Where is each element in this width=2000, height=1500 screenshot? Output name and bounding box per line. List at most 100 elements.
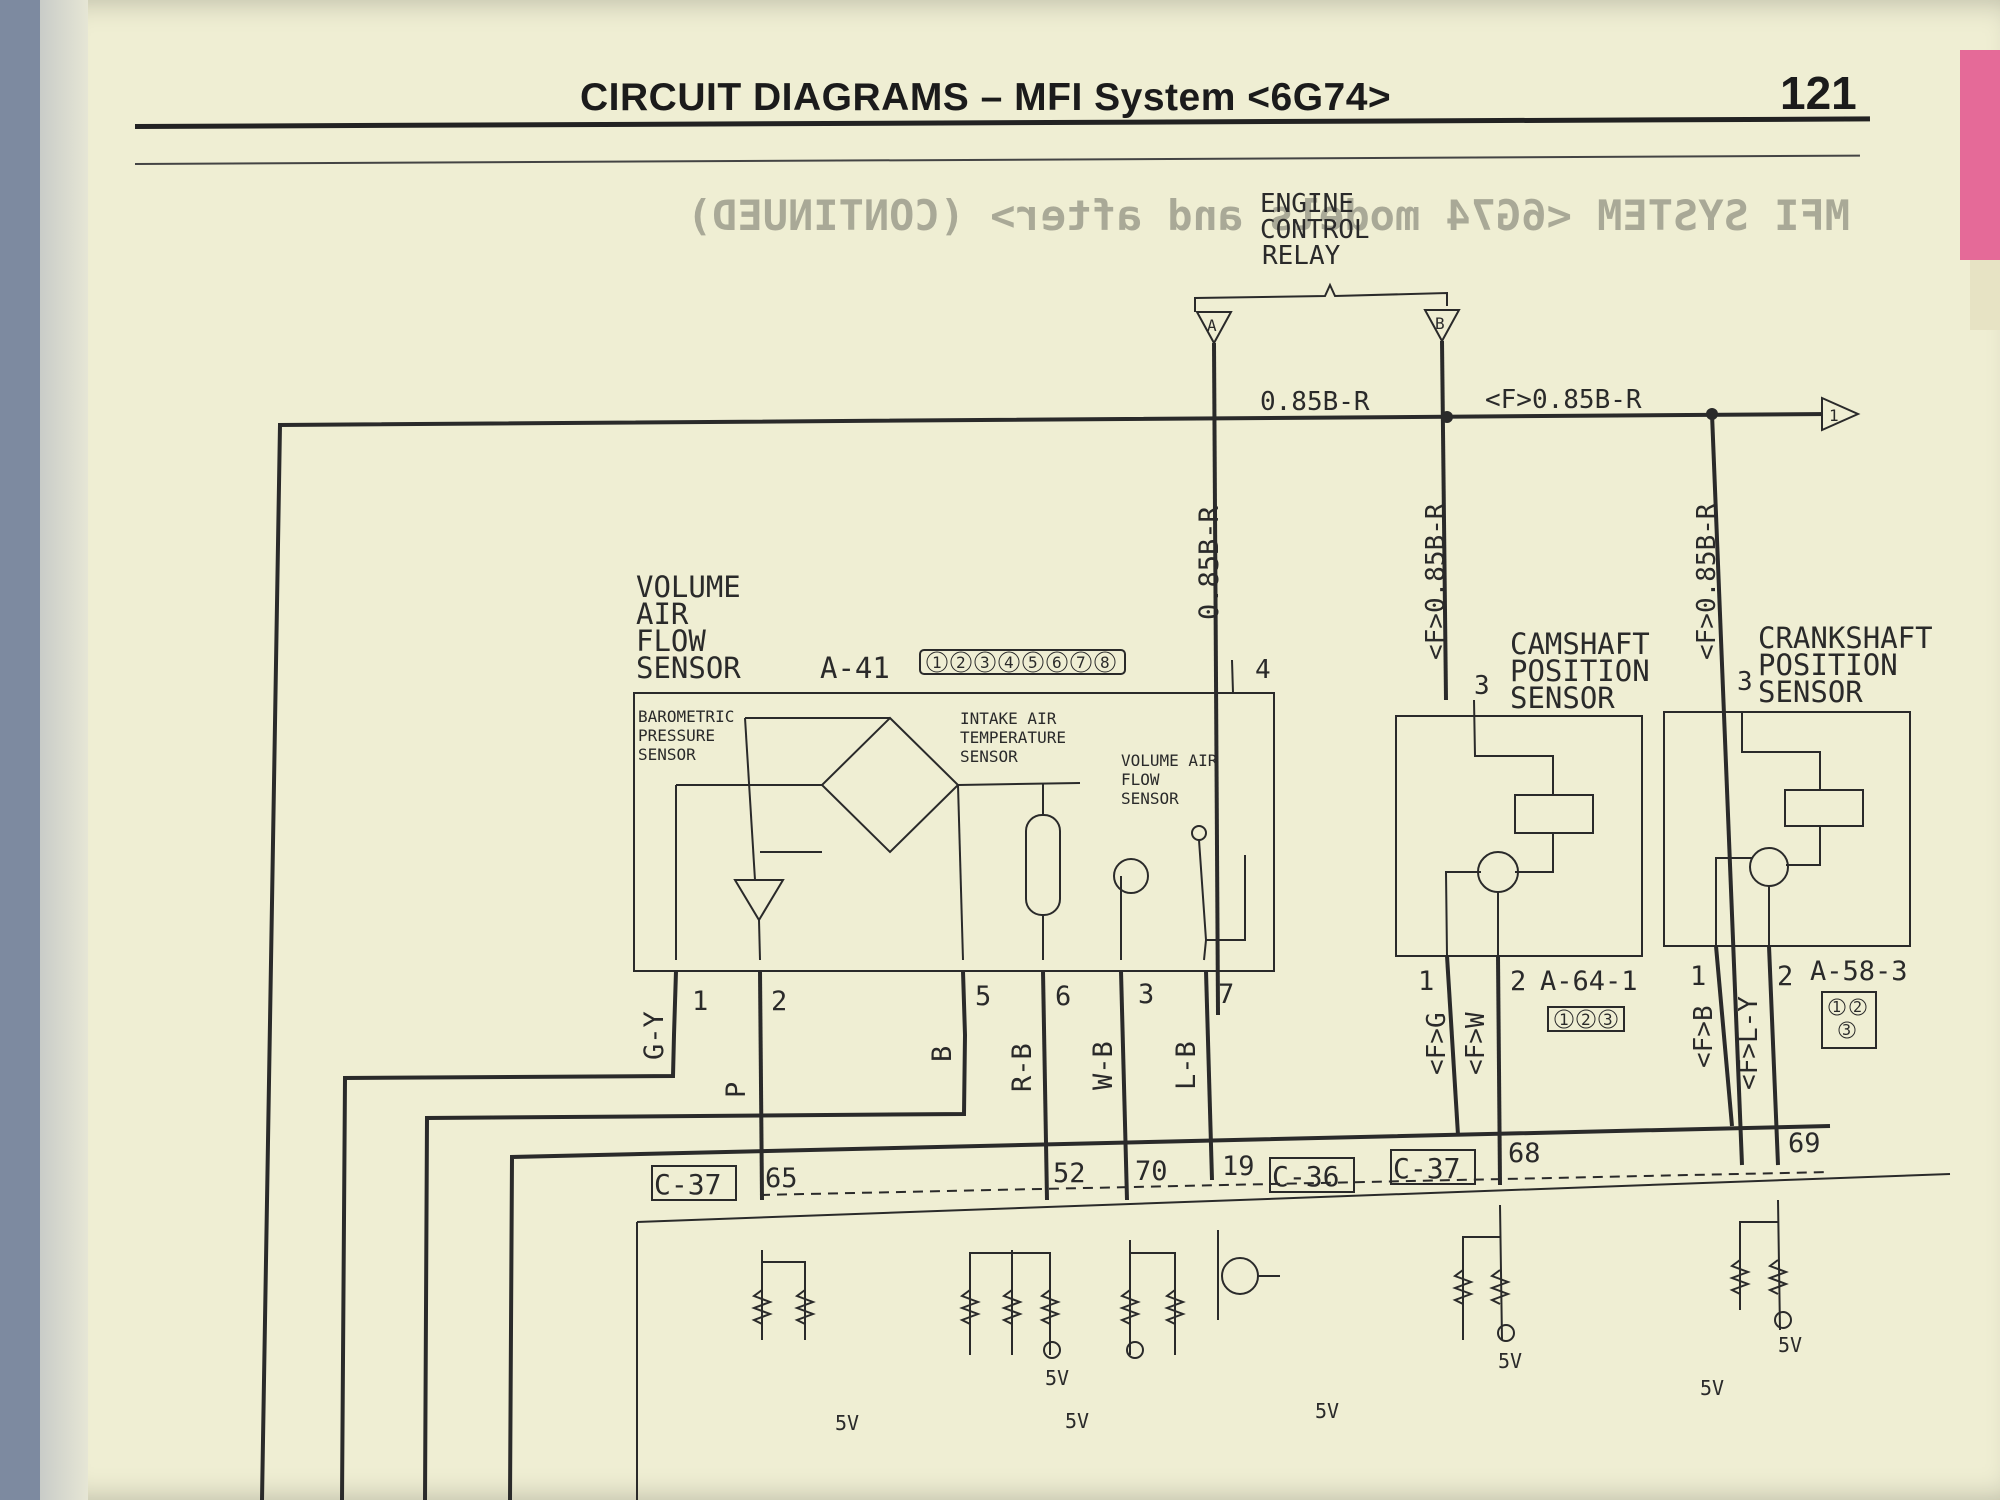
svg-text:4: 4 [1004, 653, 1014, 672]
page-edge [40, 0, 88, 1500]
ecu-section: 65 52 70 19 68 69 C-37 C-36 C-37 [636, 1128, 1951, 1500]
svg-text:CONTROL: CONTROL [1260, 215, 1370, 245]
svg-text:FLOW: FLOW [1121, 770, 1160, 789]
svg-text:1: 1 [1832, 998, 1841, 1016]
page-tab-secondary [1970, 260, 2000, 330]
svg-text:A-64-1: A-64-1 [1540, 966, 1638, 997]
svg-text:SENSOR: SENSOR [1758, 675, 1863, 709]
svg-text:1: 1 [932, 653, 942, 672]
camshaft-position-sensor: CAMSHAFT POSITION SENSOR 3 <F>0.85B-R 1 … [1395, 503, 1650, 1186]
svg-text:RELAY: RELAY [1262, 241, 1341, 271]
svg-text:1: 1 [1418, 966, 1434, 997]
svg-text:3: 3 [980, 653, 990, 672]
crankshaft-position-sensor: CRANKSHAFT POSITION SENSOR 3 <F>0.85B-R … [1663, 503, 1933, 1166]
svg-text:ENGINE: ENGINE [1260, 189, 1354, 219]
svg-text:5V: 5V [1498, 1349, 1522, 1373]
svg-text:MFI SYSTEM <6G74 models and af: MFI SYSTEM <6G74 models and after> (CONT… [687, 191, 1850, 240]
svg-text:P: P [721, 1082, 752, 1098]
svg-text:1: 1 [1690, 961, 1706, 992]
svg-text:1: 1 [1829, 406, 1839, 425]
svg-text:SENSOR: SENSOR [960, 747, 1018, 766]
main-wire-right-label: <F>0.85B-R [1485, 385, 1642, 415]
vaf-subsensor-label: VOLUME AIR FLOW SENSOR [1121, 751, 1218, 808]
svg-text:1: 1 [1559, 1010, 1569, 1029]
svg-text:2: 2 [956, 653, 966, 672]
svg-text:SENSOR: SENSOR [638, 745, 696, 764]
svg-text:CAMSHAFT: CAMSHAFT [1510, 627, 1650, 661]
svg-text:0.85B-R: 0.85B-R [1194, 505, 1225, 620]
main-wiring [260, 412, 1831, 1500]
svg-text:CRANKSHAFT: CRANKSHAFT [1758, 621, 1933, 655]
engine-control-relay: ENGINE CONTROL RELAY A B [1194, 189, 1461, 1016]
svg-text:7: 7 [1076, 653, 1086, 672]
svg-text:TEMPERATURE: TEMPERATURE [960, 728, 1066, 747]
vaf-connector-icon: 1 2 3 4 5 6 7 8 [919, 649, 1126, 675]
vaf-connector-id: A-41 [820, 651, 890, 685]
bleed-through-text: MFI SYSTEM <6G74 models and after> (CONT… [687, 191, 1850, 240]
svg-text:2: 2 [1510, 966, 1526, 997]
svg-text:65: 65 [765, 1163, 798, 1194]
svg-text:5V: 5V [835, 1411, 859, 1435]
svg-text:<F>B: <F>B [1689, 1005, 1719, 1068]
svg-text:POSITION: POSITION [1758, 648, 1898, 682]
svg-text:5V: 5V [1315, 1399, 1339, 1423]
svg-text:2: 2 [1853, 998, 1862, 1016]
svg-text:70: 70 [1135, 1156, 1168, 1187]
svg-text:G-Y: G-Y [639, 1011, 670, 1060]
svg-text:C-36: C-36 [1272, 1160, 1339, 1193]
svg-text:1: 1 [692, 986, 708, 1017]
manual-page [40, 0, 2000, 1500]
svg-text:VOLUME AIR: VOLUME AIR [1121, 751, 1218, 770]
svg-text:2: 2 [771, 986, 787, 1017]
svg-text:AIR: AIR [636, 597, 689, 631]
svg-text:PRESSURE: PRESSURE [638, 726, 715, 745]
svg-text:W-B: W-B [1088, 1041, 1119, 1090]
svg-text:VOLUME: VOLUME [636, 570, 741, 604]
svg-text:5: 5 [1028, 653, 1038, 672]
junction-dot [1441, 411, 1453, 423]
svg-text:52: 52 [1053, 1158, 1086, 1189]
svg-text:<F>0.85B-R: <F>0.85B-R [1421, 503, 1451, 660]
volume-air-flow-sensor: VOLUME AIR FLOW SENSOR A-41 1 2 3 4 5 6 … [633, 505, 1275, 1201]
svg-text:3: 3 [1737, 667, 1753, 697]
svg-text:C-37: C-37 [654, 1168, 721, 1201]
baro-sensor-label: BAROMETRIC PRESSURE SENSOR [638, 707, 734, 764]
svg-text:5V: 5V [1045, 1366, 1069, 1390]
page-number: 121 [1780, 67, 1857, 119]
crank-power-wire [1710, 413, 1744, 1166]
svg-text:B: B [927, 1046, 958, 1062]
main-wire-left-label: 0.85B-R [1260, 387, 1370, 417]
svg-text:<F>L-Y: <F>L-Y [1734, 996, 1764, 1090]
svg-text:BAROMETRIC: BAROMETRIC [638, 707, 734, 726]
svg-text:A-58-3: A-58-3 [1810, 956, 1908, 987]
svg-text:6: 6 [1055, 981, 1071, 1012]
page-title: CIRCUIT DIAGRAMS – MFI System <6G74> [580, 76, 1392, 119]
svg-text:5V: 5V [1778, 1333, 1802, 1357]
svg-text:4: 4 [1255, 655, 1271, 685]
intake-air-temp-label: INTAKE AIR TEMPERATURE SENSOR [960, 709, 1066, 766]
svg-text:7: 7 [1218, 979, 1234, 1010]
svg-text:5V: 5V [1065, 1409, 1089, 1433]
svg-text:6: 6 [1052, 653, 1062, 672]
svg-text:L-B: L-B [1171, 1041, 1202, 1090]
svg-text:19: 19 [1222, 1151, 1255, 1182]
svg-text:68: 68 [1508, 1138, 1541, 1169]
bridge-circuit [675, 716, 1246, 961]
svg-text:5: 5 [975, 981, 991, 1012]
svg-text:R-B: R-B [1007, 1043, 1038, 1092]
svg-text:SENSOR: SENSOR [636, 651, 741, 685]
cam-connector-icon: 1 2 3 [1547, 1006, 1625, 1032]
page-tab [1960, 50, 2000, 260]
svg-text:FLOW: FLOW [636, 624, 706, 658]
svg-text:3: 3 [1138, 979, 1154, 1010]
svg-text:POSITION: POSITION [1510, 654, 1650, 688]
svg-text:A: A [1207, 316, 1217, 335]
svg-text:2: 2 [1777, 961, 1793, 992]
svg-text:SENSOR: SENSOR [1121, 789, 1179, 808]
crank-connector-icon: 1 2 3 [1821, 991, 1877, 1049]
svg-text:3: 3 [1474, 671, 1490, 701]
svg-text:3: 3 [1603, 1010, 1613, 1029]
svg-text:2: 2 [1581, 1010, 1591, 1029]
svg-text:5V: 5V [1700, 1376, 1724, 1400]
